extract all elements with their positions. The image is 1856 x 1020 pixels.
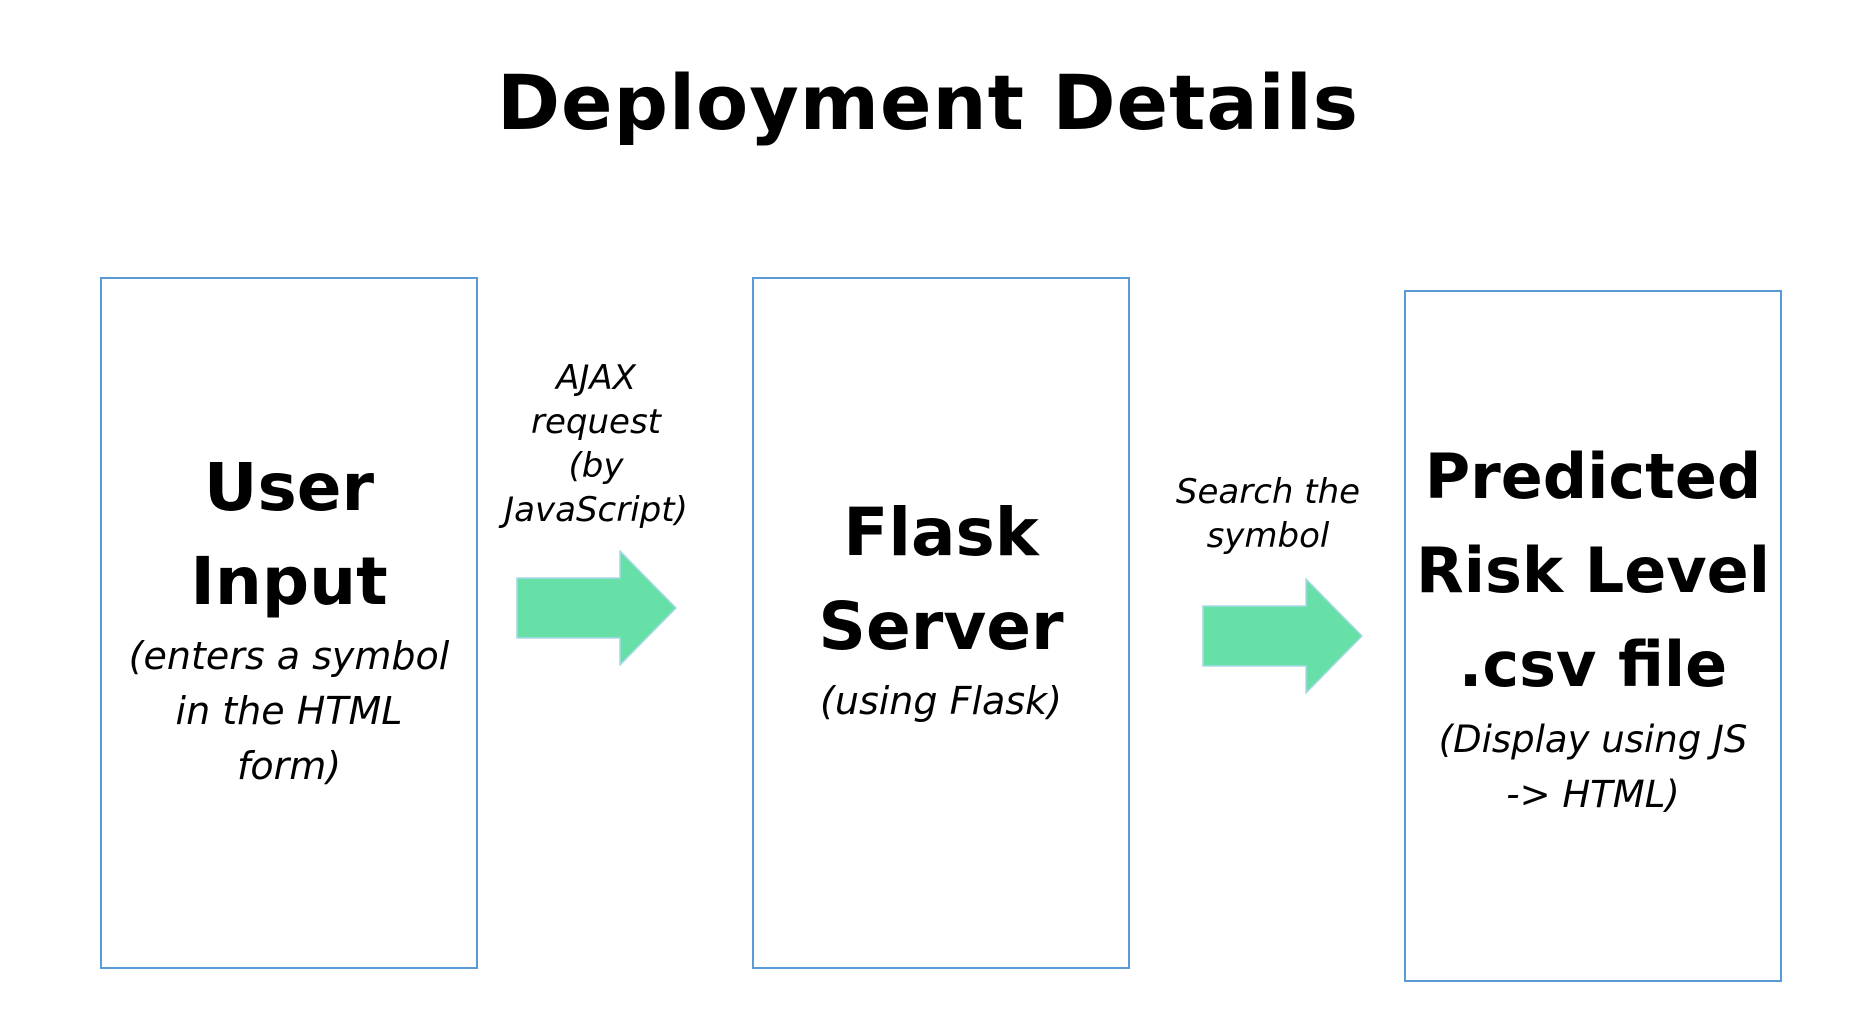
right-arrow-icon — [1202, 578, 1364, 694]
ajax-label-line: JavaScript) — [504, 490, 688, 530]
search-symbol-label: Search the symbol — [1148, 470, 1388, 558]
predicted-risk-subtitle-line: -> HTML) — [1506, 773, 1680, 816]
user-input-content: User Input (enters a symbol in the HTML … — [129, 441, 450, 794]
predicted-risk-content: Predicted Risk Level .csv file (Display … — [1416, 430, 1770, 822]
user-input-title: User Input — [129, 441, 450, 629]
flask-server-title-line: Flask — [843, 493, 1039, 571]
ajax-label-line: request — [531, 402, 661, 442]
page-title: Deployment Details — [496, 58, 1360, 147]
user-input-title-line: User — [203, 448, 375, 526]
user-input-subtitle-line: form) — [236, 743, 342, 788]
ajax-request-label: AJAX request (by JavaScript) — [470, 356, 722, 532]
search-label-line: symbol — [1206, 516, 1330, 556]
predicted-risk-title-line: .csv file — [1458, 628, 1728, 701]
flask-server-box: Flask Server (using Flask) — [752, 277, 1130, 969]
user-input-box: User Input (enters a symbol in the HTML … — [100, 277, 478, 969]
predicted-risk-box: Predicted Risk Level .csv file (Display … — [1404, 290, 1782, 982]
user-input-subtitle-line: (enters a symbol — [128, 633, 450, 678]
flask-server-title: Flask Server — [818, 486, 1063, 674]
flask-server-title-line: Server — [818, 587, 1064, 665]
ajax-label-line: (by — [568, 446, 624, 486]
predicted-risk-title-line: Risk Level — [1416, 534, 1770, 607]
ajax-label-line: AJAX — [556, 358, 636, 398]
right-arrow-icon — [516, 550, 678, 666]
flask-server-subtitle-line: (using Flask) — [820, 678, 1062, 723]
user-input-title-line: Input — [190, 542, 388, 620]
predicted-risk-title-line: Predicted — [1424, 440, 1762, 513]
user-input-subtitle: (enters a symbol in the HTML form) — [129, 629, 450, 794]
predicted-risk-title: Predicted Risk Level .csv file — [1416, 430, 1770, 712]
flask-server-content: Flask Server (using Flask) — [818, 486, 1063, 729]
flask-server-subtitle: (using Flask) — [818, 674, 1063, 729]
predicted-risk-subtitle-line: (Display using JS — [1438, 718, 1748, 761]
arrow-shape — [1202, 578, 1364, 694]
user-input-subtitle-line: in the HTML — [175, 688, 403, 733]
search-label-line: Search the — [1175, 472, 1361, 512]
predicted-risk-subtitle: (Display using JS -> HTML) — [1416, 712, 1770, 822]
arrow-shape — [516, 550, 678, 666]
